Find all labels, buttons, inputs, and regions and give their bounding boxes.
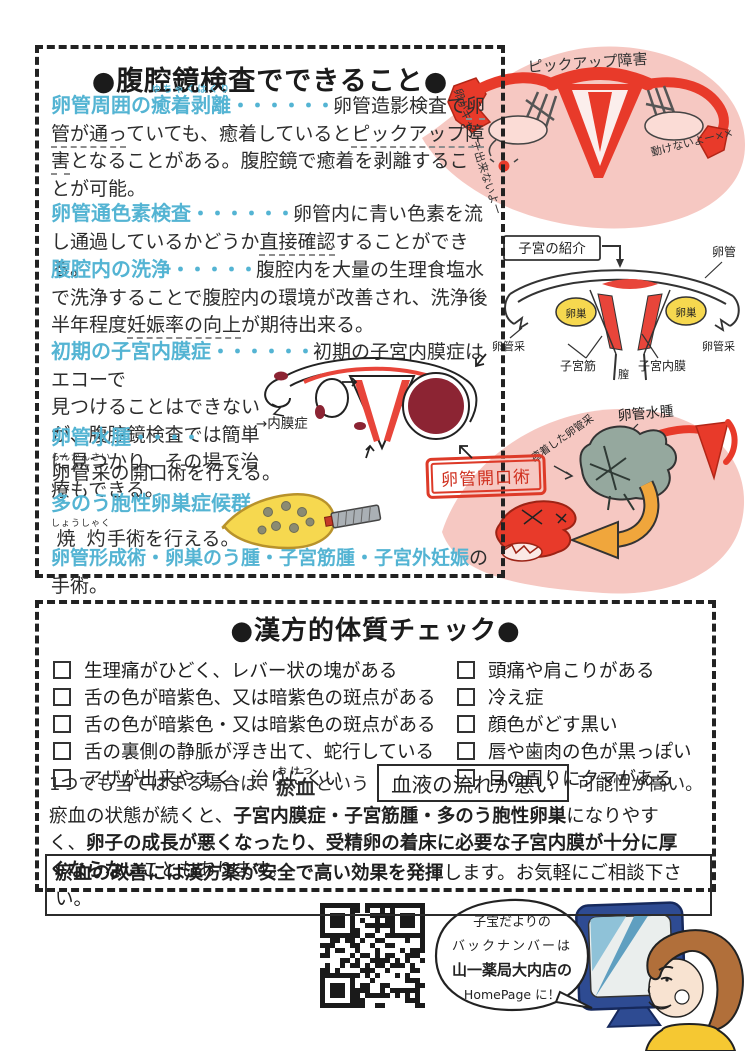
orange-arrow <box>569 480 660 560</box>
item-body-narrow: 見つけることはできないが、腹腔鏡検査では簡単に見つかり、その場で治療もできる。 <box>51 396 261 501</box>
checkbox[interactable] <box>457 768 475 787</box>
bubble-line-2: バックナンバーは <box>452 939 572 954</box>
label-fimbria-right: 卵管采 <box>702 339 735 353</box>
label-muscle: 子宮筋 <box>560 358 596 373</box>
cautery-ruby: 焼灼しょうしゃく <box>51 518 112 550</box>
label-tube: 卵管 <box>712 244 736 259</box>
checklist-item: 頭痛や肩こりがある <box>457 656 692 683</box>
item-early-endometriosis: 初期の子宮内膜症・・・・・・初期の子宮内膜症はエコーで 見つけることはできないが… <box>51 337 497 504</box>
down-arrow <box>602 245 621 260</box>
label-lining: 子宮内膜 <box>638 358 686 373</box>
item-lavage: 腹腔内の洗浄・・・・・腹腔内を大量の生理食塩水で洗浄することで腹腔内の環境が改善… <box>51 255 503 340</box>
item-other-surgeries: 卵管形成術・卵巣のう腫・子宮筋腫・子宮外妊娠の手術。 <box>51 547 489 597</box>
checklist-item: 唇や歯肉の色が黒っぽい <box>457 737 692 764</box>
eyebrow <box>658 965 674 971</box>
label-vagina: 膣 <box>618 367 629 381</box>
ovary-shape <box>222 493 336 550</box>
bubble-line-1: 子宝だよりの <box>473 915 551 930</box>
item-hydrosalpinx: 卵管水腫・・・・ 卵管采らんかんさいの開口術を行える。 <box>51 425 281 484</box>
checkbox[interactable] <box>53 660 71 679</box>
laparoscopy-box: ●腹腔鏡検査でできること● 卵管周囲の癒着剥離ゆちゃくはくり・・・・・・卵管造影… <box>35 45 505 597</box>
endo-uterus-drawing <box>264 353 487 459</box>
item-adhesion-separation: 卵管周囲の癒着剥離ゆちゃくはくり・・・・・・卵管造影検査で卵管が通っていても、癒… <box>51 85 486 200</box>
pcos-ovary-illustration <box>221 493 382 550</box>
checklist-item: 舌の色が暗紫色・又は暗紫色の斑点がある <box>53 710 436 737</box>
bubble-line-3: 山一薬局大内店の <box>452 961 572 979</box>
checklist-item: 舌の裏側の静脈が浮き出て、蛇行している <box>53 737 436 764</box>
fimbria-ruby: 卵管采らんかんさい <box>51 452 112 484</box>
opened-tube-drawing <box>495 500 577 562</box>
shirt <box>644 1023 737 1051</box>
checklist-left-column: 生理痛がひどく、レバー状の塊がある 舌の色が暗紫色、又は暗紫色の斑点がある 舌の… <box>53 656 436 791</box>
person-illustration <box>644 929 744 1051</box>
hydrosalpinx-illustration: 卵管水腫 癒着した卵管采 <box>442 404 745 594</box>
cyst-dots <box>257 501 315 535</box>
bubble-tail <box>554 990 593 1009</box>
checklist-item: 生理痛がひどく、レバー状の塊がある <box>53 656 436 683</box>
label-ovary-right: 卵巣 <box>676 306 697 319</box>
item-heading: 卵管周囲の <box>51 93 151 117</box>
cautery-rod <box>323 504 382 529</box>
checklist-item: 顔色がどす黒い <box>457 710 692 737</box>
mouth <box>648 1001 672 1010</box>
kampo-title: ●漢方的体質チェック● <box>230 616 521 646</box>
checkbox[interactable] <box>457 660 475 679</box>
endometriosis-illustration: →内膜症 <box>256 353 487 459</box>
item-heading-ruby: 癒着剥離ゆちゃくはくり <box>151 85 231 117</box>
speech-bubble: 子宝だよりの バックナンバーは 山一薬局大内店の HomePage に！ <box>434 898 593 1012</box>
checklist-item: アザが出来やすく、治りにくい <box>53 764 436 791</box>
checklist-right-column: 頭痛や肩こりがある 冷え症 顔色がどす黒い 唇や歯肉の色が黒っぽい 目の周りにク… <box>457 656 692 791</box>
monitor-stand <box>606 1006 663 1028</box>
hair <box>646 929 744 1034</box>
bubble-line-4: HomePage に！ <box>464 987 560 1002</box>
anatomy-title: 子宮の紹介 <box>518 241 586 257</box>
checklist-item: 目の周りにクマがある <box>457 764 692 791</box>
checkbox[interactable] <box>53 714 71 733</box>
label-fimbria-left: 卵管采 <box>492 339 525 353</box>
computer-monitor-illustration <box>575 901 687 1028</box>
nose <box>647 985 651 995</box>
oketsu-sentence: 1つでも当てはまる場合は、瘀血おけつという血液の流れが悪い可能性が高い。 <box>49 764 703 802</box>
laparoscopy-title: ●腹腔鏡検査でできること● <box>91 66 449 97</box>
eye <box>660 976 673 981</box>
checklist-item: 冷え症 <box>457 683 692 710</box>
kampo-note-box: 瘀血の改善には漢方薬が安全で高い効果を発揮します。お気軽にご相談下さい。 <box>45 854 712 916</box>
oketsu-ruby: 瘀血おけつ <box>276 766 316 799</box>
checkbox[interactable] <box>457 714 475 733</box>
bad-blood-flow-box: 血液の流れが悪い <box>377 764 570 802</box>
pickup-uterus-drawing <box>447 67 729 178</box>
endometriosis-label: →内膜症 <box>256 416 308 432</box>
hydro-caption: 卵管水腫 <box>617 404 674 425</box>
checkbox[interactable] <box>53 741 71 760</box>
checkbox[interactable] <box>457 741 475 760</box>
oketsu-detail: 瘀血の状態が続くと、子宮内膜症・子宮筋腫・多のう胞性卵巣になりやすく、卵子の成長… <box>49 806 678 881</box>
uterus-anatomy-illustration: 子宮の紹介 卵巣 卵巣 卵管 卵管采 卵管采 子宮筋 子宮内膜 膣 <box>492 235 740 381</box>
anatomy-drawing <box>504 261 740 381</box>
checklist-item: 舌の色が暗紫色、又は暗紫色の斑点がある <box>53 683 436 710</box>
item-dye-test: 卵管通色素検査・・・・・・卵管内に青い色素を流し通過しているかどうか直接確認する… <box>51 201 484 281</box>
qr-code <box>320 903 425 1008</box>
checkbox[interactable] <box>53 768 71 787</box>
label-ovary-left: 卵巣 <box>566 307 587 320</box>
checkbox[interactable] <box>457 687 475 706</box>
checkbox[interactable] <box>53 687 71 706</box>
kampo-check-box: ●漢方的体質チェック● 生理痛がひどく、レバー状の塊がある 舌の色が暗紫色、又は… <box>35 600 716 916</box>
cheek <box>674 989 690 1005</box>
